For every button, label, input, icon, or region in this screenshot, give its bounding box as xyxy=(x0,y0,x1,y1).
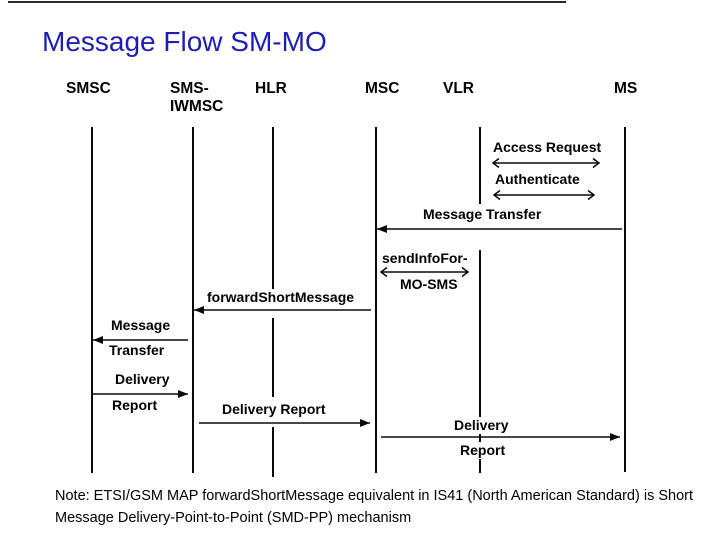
arrow-delivery-report-iwmsc-msc xyxy=(199,419,370,427)
note-line-1: Note: ETSI/GSM MAP forwardShortMessage e… xyxy=(55,488,694,504)
label-delivery-msc-ms: Delivery xyxy=(451,417,512,434)
entity-label-vlr: VLR xyxy=(443,80,474,97)
lifeline-smsc xyxy=(91,127,93,473)
entity-label-msc: MSC xyxy=(365,80,400,97)
lifeline-msc xyxy=(375,127,377,473)
lifeline-vlr-segment xyxy=(479,127,481,204)
label-transfer: Transfer xyxy=(106,342,168,359)
label-authenticate: Authenticate xyxy=(492,171,583,188)
lifeline-hlr-segment xyxy=(272,427,274,477)
arrow-delivery-report-msc-ms xyxy=(381,433,620,441)
lifeline-sms-iwmsc xyxy=(192,127,194,473)
label-mo-sms: MO-SMS xyxy=(397,276,461,293)
label-message-transfer-ms-msc: Message Transfer xyxy=(420,206,545,223)
arrow-delivery-report-smsc-iwmsc xyxy=(93,390,188,398)
top-border-line xyxy=(8,1,566,3)
arrow-access-request xyxy=(491,157,601,169)
entity-label-smsc: SMSC xyxy=(66,80,111,97)
arrow-message-transfer-iwmsc-smsc xyxy=(93,336,188,344)
label-send-info-for: sendInfoFor- xyxy=(379,250,471,267)
page-title: Message Flow SM-MO xyxy=(42,26,327,57)
label-report: Report xyxy=(109,397,161,414)
lifeline-vlr-segment xyxy=(479,250,481,473)
arrow-authenticate xyxy=(492,189,596,201)
arrow-message-transfer-ms-msc xyxy=(377,225,622,233)
lifeline-ms xyxy=(624,127,626,472)
entity-label-hlr: HLR xyxy=(255,80,287,97)
note-text: Note: ETSI/GSM MAP forwardShortMessage e… xyxy=(55,485,720,529)
label-delivery: Delivery xyxy=(112,371,173,388)
arrow-send-info-for-mo-sms xyxy=(379,266,470,278)
label-report-msc-ms: Report xyxy=(457,442,509,459)
label-access-request: Access Request xyxy=(490,139,605,156)
lifeline-hlr-segment xyxy=(272,318,274,397)
lifeline-hlr-segment xyxy=(272,127,274,293)
entity-label-ms: MS xyxy=(614,80,638,97)
note-line-2: Message Delivery-Point-to-Point (SMD-PP)… xyxy=(55,510,412,526)
entity-label-sms-iwmsc: SMS- IWMSC xyxy=(170,80,224,115)
label-forward-short-message: forwardShortMessage xyxy=(204,289,358,306)
label-message: Message xyxy=(108,317,174,334)
label-delivery-report-iwmsc-msc: Delivery Report xyxy=(219,401,329,418)
arrow-forward-short-message xyxy=(194,306,371,314)
